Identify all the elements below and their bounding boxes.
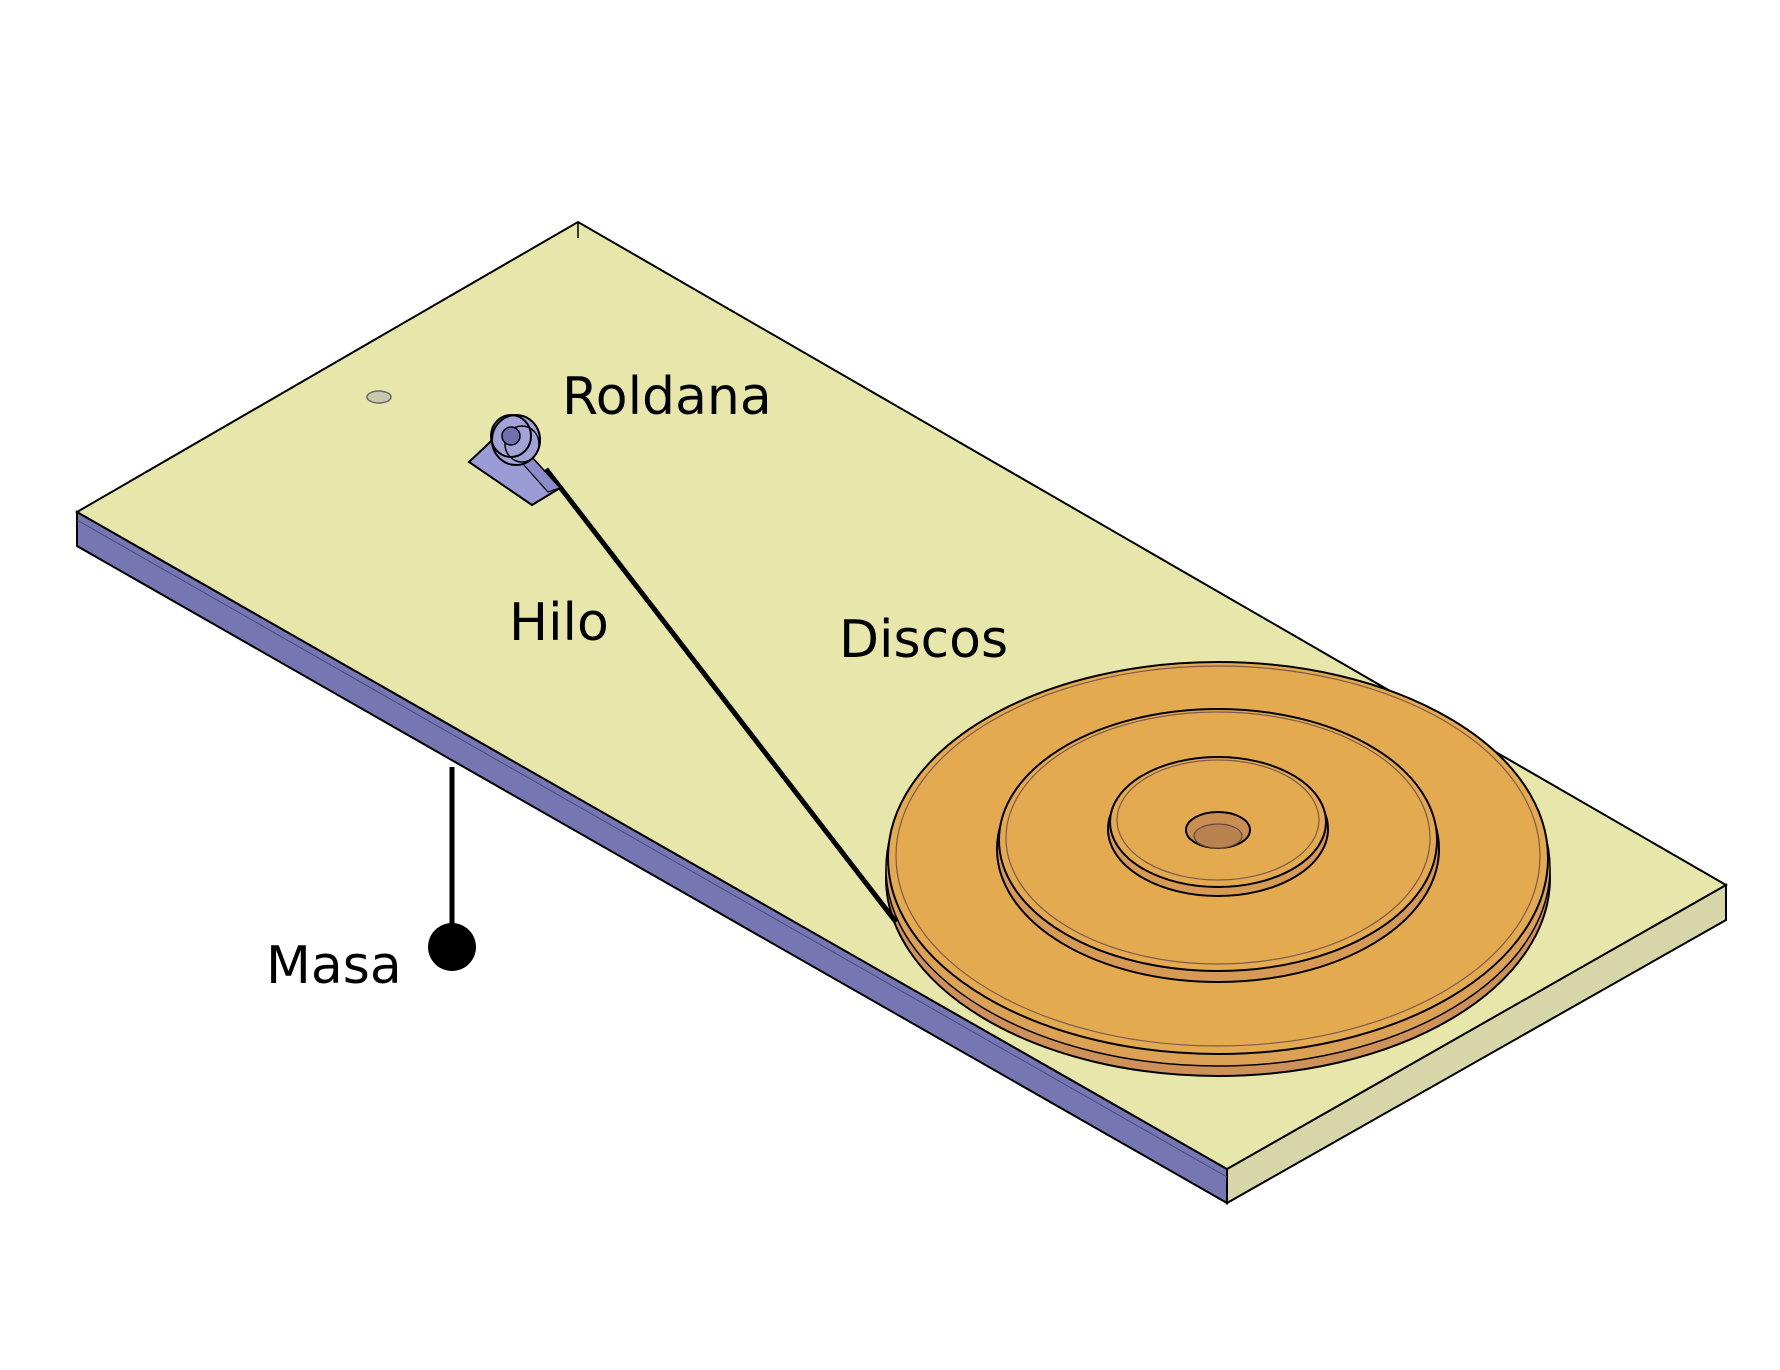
mass-label: Masa: [266, 936, 402, 996]
disc-stack: [885, 661, 1551, 1077]
board-hole: [366, 390, 392, 404]
pulley: [467, 414, 562, 507]
thread-line: [544, 467, 898, 924]
mass-ball: [428, 923, 476, 971]
pulley-label: Roldana: [562, 367, 772, 427]
discs-label: Discos: [839, 610, 1008, 670]
thread-label: Hilo: [509, 593, 609, 653]
board: [74, 220, 1729, 1205]
